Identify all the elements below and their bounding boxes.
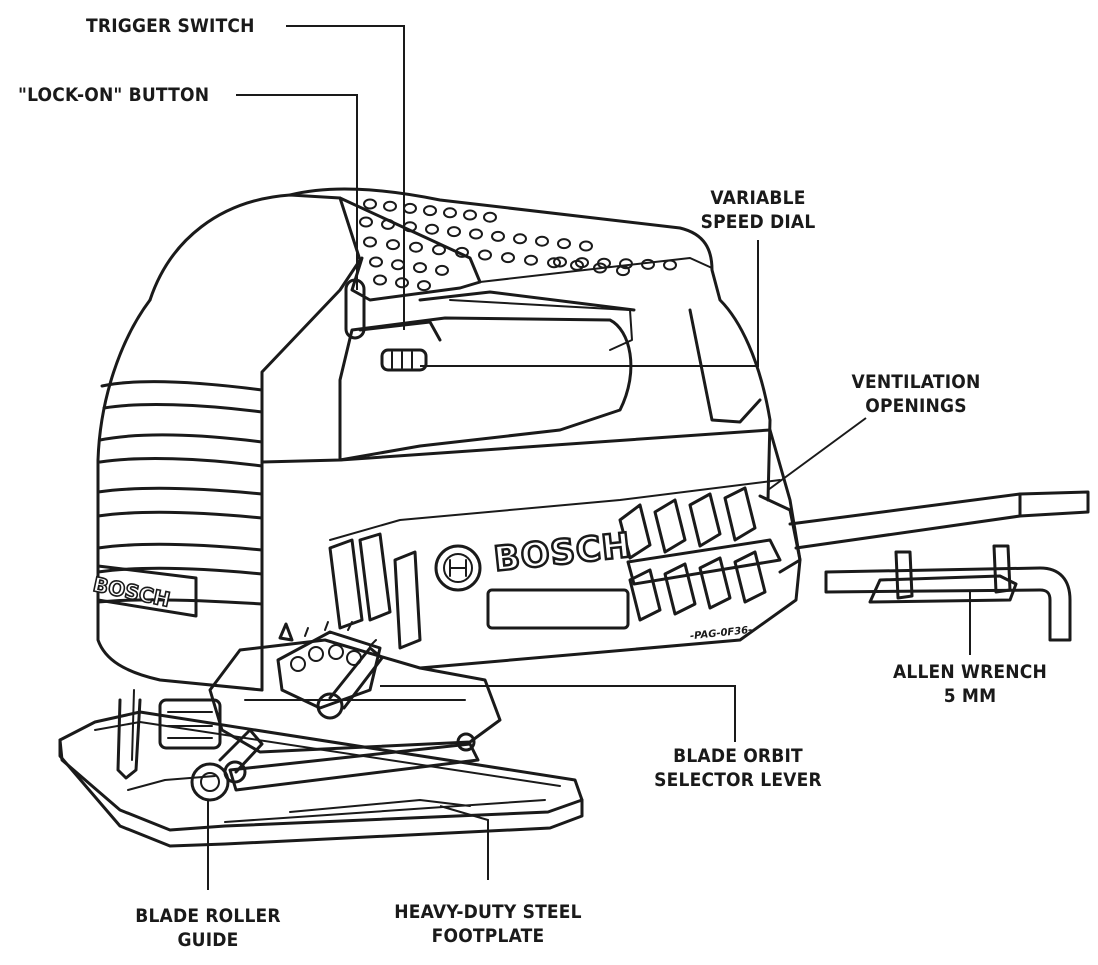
label-blade-roller-guide-line1: BLADE ROLLER	[135, 905, 281, 927]
label-trigger-switch: TRIGGER SWITCH	[86, 15, 255, 37]
grip-dot	[575, 257, 589, 269]
grip-dot	[483, 211, 497, 223]
label-allen-wrench-line2: 5 MM	[943, 685, 997, 707]
ventilation-openings	[618, 486, 802, 622]
label-blade-orbit-selector-lever: BLADE ORBIT SELECTOR LEVER	[648, 744, 828, 792]
grip-dot	[409, 241, 423, 253]
grip-dot	[386, 239, 400, 251]
power-cord	[788, 490, 1090, 550]
grip-dot	[395, 277, 409, 289]
label-ventilation-openings-line2: OPENINGS	[865, 395, 967, 417]
grip-dot	[463, 209, 477, 221]
grip-dot	[383, 200, 397, 212]
label-heavy-duty-steel-footplate-line2: FOOTPLATE	[431, 925, 545, 947]
grip-dot	[641, 258, 655, 270]
grip-dot	[403, 202, 417, 214]
grip-dot	[491, 230, 505, 242]
lower-housing	[208, 638, 502, 754]
grip-dot	[619, 258, 633, 270]
grip-dot	[579, 240, 593, 252]
grip-dot	[663, 259, 677, 271]
grip-dot	[469, 228, 483, 240]
grip-dot	[369, 256, 383, 268]
label-ventilation-openings-line1: VENTILATION	[851, 371, 981, 393]
grip-dot	[447, 226, 461, 238]
grip-dot	[513, 233, 527, 245]
grip-dot	[425, 223, 439, 235]
grip-dot	[403, 221, 417, 233]
front-vents	[328, 532, 422, 650]
grip-dot	[417, 280, 431, 292]
grip-dot	[478, 249, 492, 261]
grip-dot	[524, 254, 538, 266]
grip-dot	[616, 265, 630, 277]
label-variable-speed-dial-line2: SPEED DIAL	[700, 211, 816, 233]
grip-dots	[359, 198, 677, 292]
grip-dot	[443, 207, 457, 219]
grip-dot	[597, 257, 611, 269]
grip-dot	[553, 256, 567, 268]
grip-dot	[373, 274, 387, 286]
label-heavy-duty-steel-footplate-line1: HEAVY-DUTY STEEL	[394, 901, 582, 923]
leader-orbit-lever	[380, 685, 736, 742]
leader-lock-on-button	[236, 94, 358, 290]
footplate	[58, 710, 584, 848]
grip-dot	[501, 252, 515, 264]
label-blade-orbit-selector-lever-line2: SELECTOR LEVER	[654, 769, 822, 791]
blade-roller-guide	[190, 728, 264, 802]
grip-dot	[413, 262, 427, 274]
orbit-selector-lever	[276, 621, 384, 720]
grip-dot	[359, 216, 373, 228]
label-blade-roller-guide: BLADE ROLLER GUIDE	[127, 904, 289, 952]
grip-dot	[547, 257, 561, 269]
label-variable-speed-dial-line1: VARIABLE	[710, 187, 806, 209]
grip-dot	[455, 246, 469, 258]
label-allen-wrench-line1: ALLEN WRENCH	[892, 661, 1048, 683]
grip-dot	[435, 264, 449, 276]
leader-footplate	[439, 805, 489, 880]
grip-dot	[391, 259, 405, 271]
grip-dot	[432, 244, 446, 256]
grip-dot	[557, 238, 571, 250]
housing-logo-badge	[434, 544, 630, 630]
label-blade-roller-guide-line2: GUIDE	[177, 929, 239, 951]
grip-dot	[535, 235, 549, 247]
grip-dot	[381, 218, 395, 230]
label-allen-wrench: ALLEN WRENCH 5 MM	[880, 660, 1060, 708]
grip-dot	[363, 198, 377, 210]
label-variable-speed-dial: VARIABLE SPEED DIAL	[700, 186, 816, 234]
grip-dot	[363, 236, 377, 248]
grip-dot	[423, 205, 437, 217]
allen-wrench	[824, 544, 1072, 642]
label-heavy-duty-steel-footplate: HEAVY-DUTY STEEL FOOTPLATE	[389, 900, 587, 948]
label-blade-orbit-selector-lever-line1: BLADE ORBIT	[673, 745, 803, 767]
main-body	[96, 187, 802, 692]
label-ventilation-openings: VENTILATION OPENINGS	[844, 370, 988, 418]
label-lock-on-button: "LOCK-ON" BUTTON	[18, 84, 210, 106]
